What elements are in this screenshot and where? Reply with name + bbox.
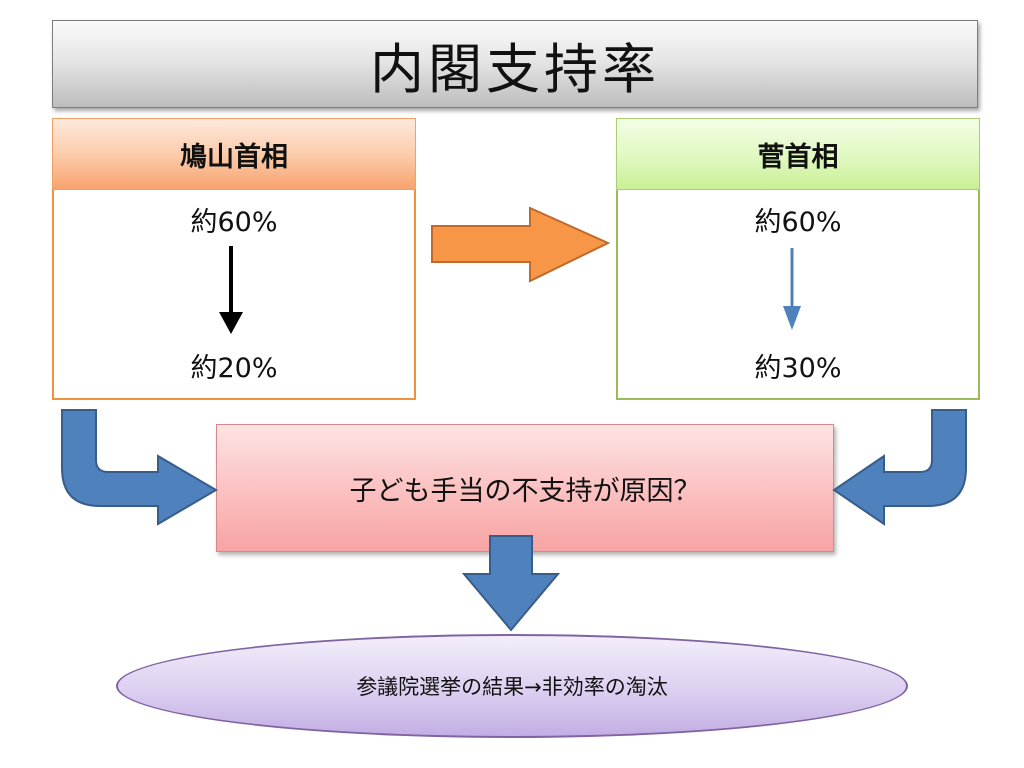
right-from-value: 約60% [754, 207, 842, 238]
cause-box: 子ども手当の不支持が原因？ [216, 424, 834, 552]
cause-label: 子ども手当の不支持が原因？ [349, 475, 701, 507]
result-label: 参議院選挙の結果→非効率の淘汰 [356, 675, 668, 699]
right-box-body [616, 190, 980, 400]
left-drop-arrow-icon [219, 246, 243, 334]
right-curved-arrow-icon [832, 409, 967, 526]
title-banner: 内閣支持率 [52, 20, 978, 108]
left-to-value: 約20% [190, 353, 278, 384]
left-box-body [52, 190, 416, 400]
left-curved-arrow-icon [61, 409, 218, 526]
result-ellipse: 参議院選挙の結果→非効率の淘汰 [116, 634, 908, 738]
right-box-header: 菅首相 [616, 118, 980, 190]
right-header-label: 菅首相 [757, 141, 839, 173]
left-box-header: 鳩山首相 [52, 118, 416, 190]
left-header-label: 鳩山首相 [180, 141, 288, 173]
right-drop-arrow-icon [783, 248, 801, 330]
result-arrow-icon [461, 535, 561, 632]
page-title: 内閣支持率 [370, 37, 660, 101]
left-from-value: 約60% [190, 207, 278, 238]
right-to-value: 約30% [754, 353, 842, 384]
transition-arrow-icon [431, 206, 611, 283]
